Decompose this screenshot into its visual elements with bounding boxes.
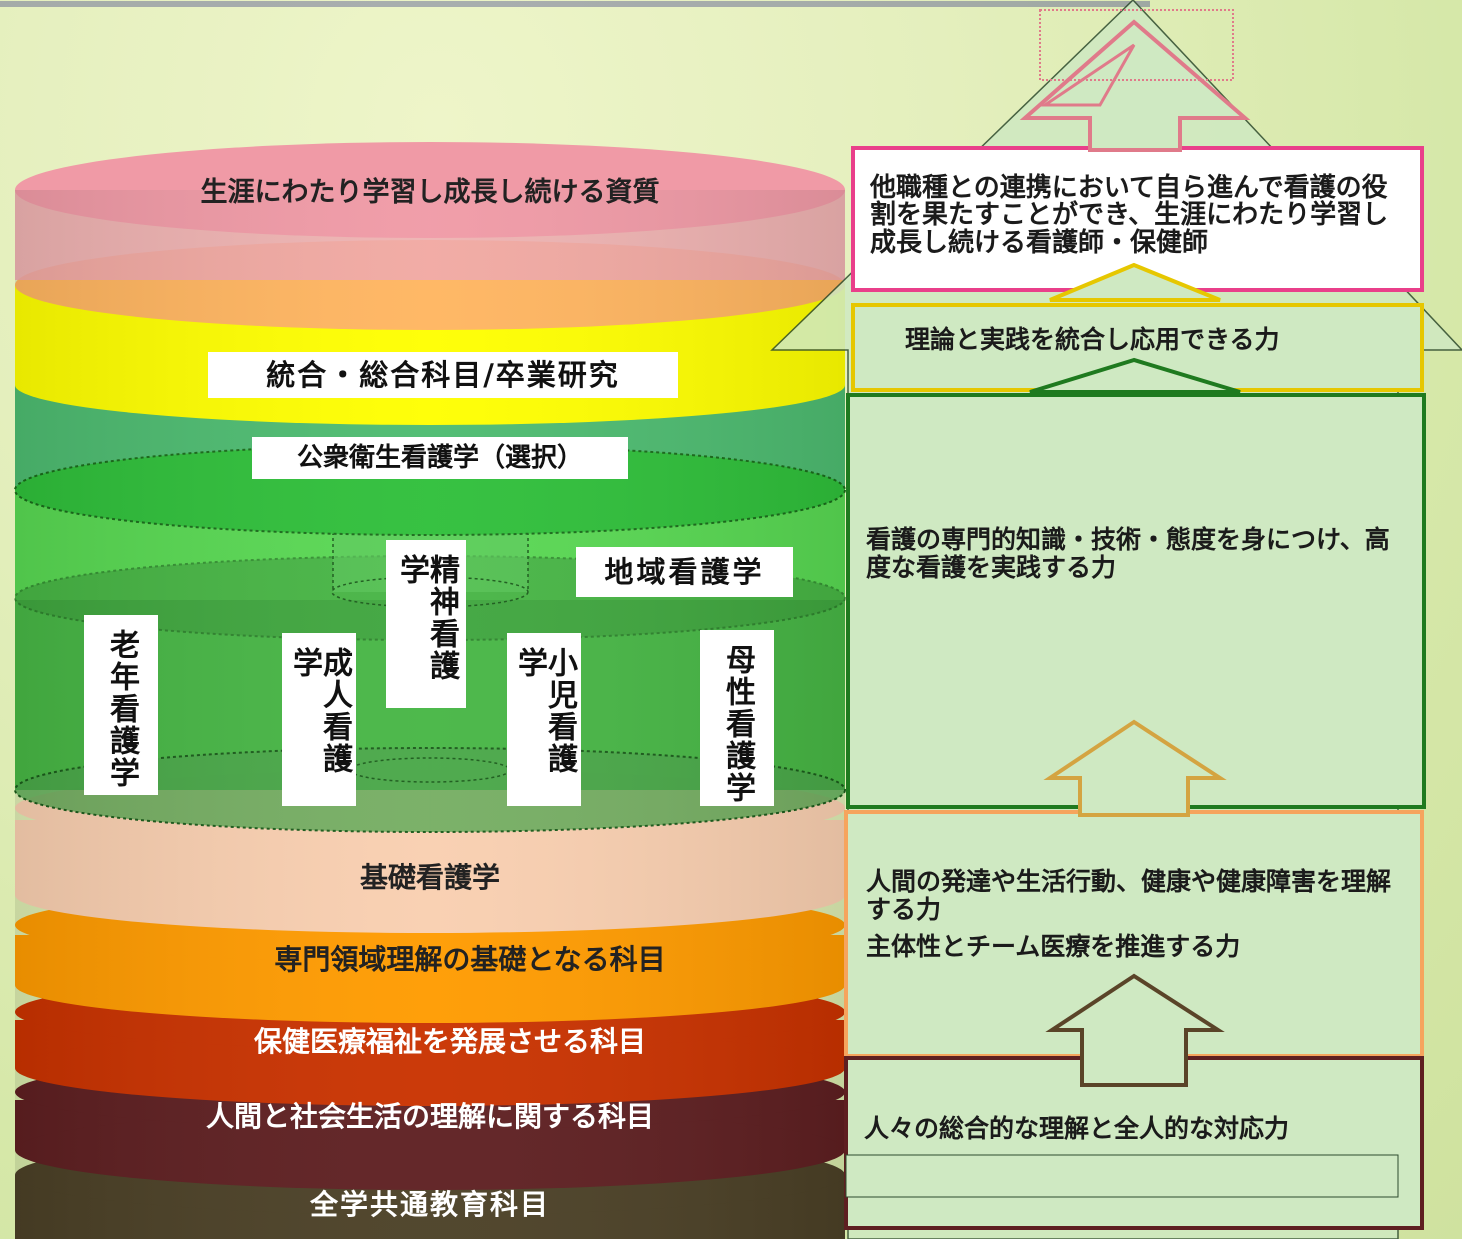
ability-professional: 看護の専門的知識・技術・態度を身につけ、高度な看護を実践する力	[866, 525, 1390, 582]
label-lifelong: 生涯にわたり学習し成長し続ける資質	[200, 177, 660, 208]
ability-theory-practice: 理論と実践を統合し応用できる力	[905, 325, 1280, 354]
ability-column	[770, 0, 1462, 1239]
ability-understanding-line1: 人間の発達や生活行動、健康や健康障害を理解する力	[866, 867, 1392, 924]
ability-goal: 他職種との連携において自ら進んで看護の役割を果たすことができ、生涯にわたり学習し…	[870, 173, 1389, 258]
label-public-health: 公衆衛生看護学（選択）	[252, 437, 628, 479]
label-integrated: 統合・総合科目/卒業研究	[208, 352, 678, 398]
label-adult: 成人看護学	[282, 633, 356, 806]
title-cutoff	[0, 0, 1150, 14]
label-human-society: 人間と社会生活の理解に関する科目	[205, 1100, 654, 1133]
label-community: 地域看護学	[576, 547, 793, 597]
label-specialty-basis: 専門領域理解の基礎となる科目	[274, 943, 666, 976]
label-health-welfare: 保健医療福祉を発展させる科目	[253, 1025, 646, 1058]
label-maternal: 母性看護学	[700, 630, 774, 806]
ability-holistic: 人々の総合的な理解と全人的な対応力	[864, 1114, 1290, 1143]
label-pediatric: 小児看護学	[507, 633, 581, 806]
label-common-education: 全学共通教育科目	[309, 1188, 550, 1221]
label-fundamental: 基礎看護学	[359, 861, 500, 894]
ability-understanding-line2: 主体性とチーム医療を推進する力	[866, 932, 1241, 961]
label-gerontological: 老年看護学	[84, 615, 158, 795]
label-psychiatric: 精神看護学	[386, 540, 466, 708]
